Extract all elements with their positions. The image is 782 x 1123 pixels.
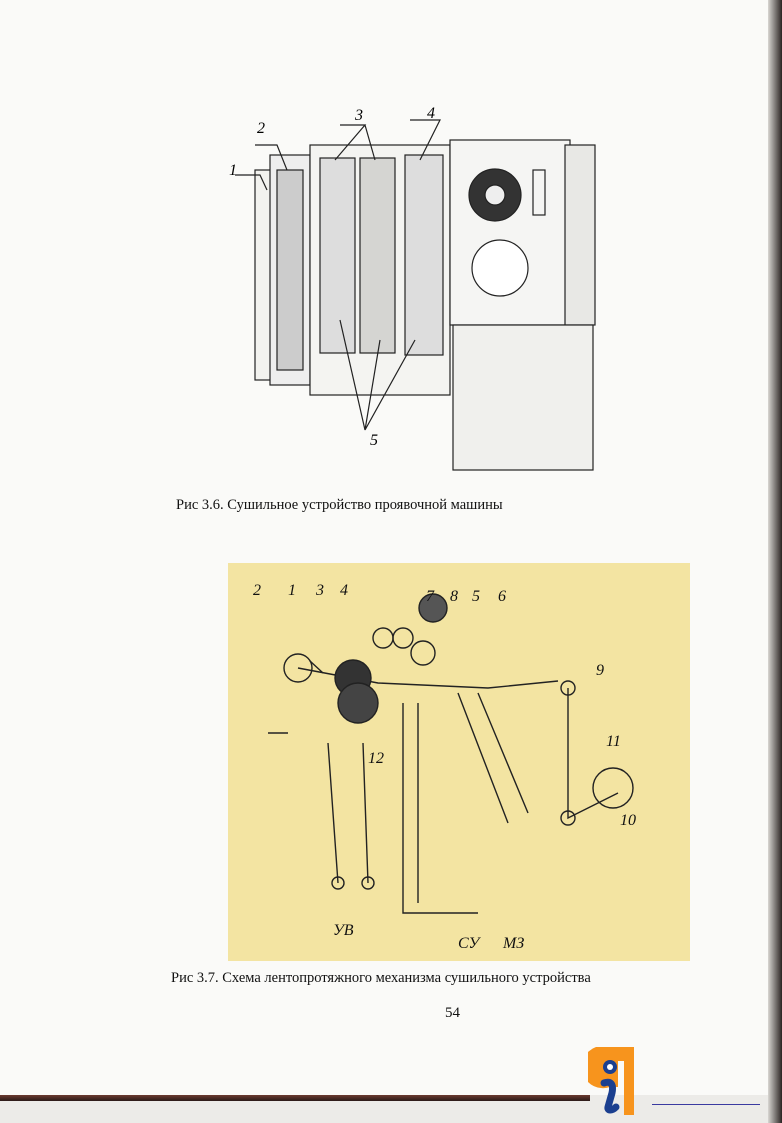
page-number: 54 — [445, 1005, 460, 1021]
fig1-label-1: 1 — [229, 162, 237, 179]
site-logo-icon — [588, 1047, 634, 1115]
fig2-label-9: 9 — [596, 662, 604, 679]
figure-1-caption: Рис 3.6. Сушильное устройство проявочной… — [176, 497, 503, 513]
fig1-label-4: 4 — [427, 105, 435, 122]
page-bottom-edge — [0, 1095, 590, 1101]
fig2-label-11: 11 — [606, 733, 621, 750]
fig2-label-mz: МЗ — [502, 935, 524, 952]
fig2-label-10: 10 — [620, 812, 636, 829]
fig2-label-7: 7 — [426, 588, 435, 605]
fig1-label-2: 2 — [257, 120, 265, 137]
fig2-label-6: 6 — [498, 588, 506, 605]
fig2-label-2: 2 — [253, 582, 261, 599]
fig2-label-3: 3 — [315, 582, 324, 599]
figure-2-caption: Рис 3.7. Схема лентопротяжного механизма… — [171, 970, 591, 986]
fig1-label-5: 5 — [370, 432, 378, 449]
fig1-label-3: 3 — [354, 107, 363, 124]
figure-drying-device-drawing: 1 2 3 4 5 — [229, 105, 596, 471]
fig2-label-su: СУ — [458, 935, 481, 952]
footer-line — [652, 1104, 760, 1105]
fig2-label-4: 4 — [340, 582, 348, 599]
fig2-label-12: 12 — [368, 750, 384, 767]
fig2-label-5: 5 — [472, 588, 480, 605]
fig2-label-8: 8 — [450, 588, 458, 605]
figure-tape-mechanism-diagram: 2 1 3 4 7 8 5 6 9 11 10 12 УВ СУ МЗ — [228, 563, 690, 961]
fig2-label-1: 1 — [288, 582, 296, 599]
fig2-label-uv: УВ — [333, 922, 354, 939]
page-edge-shadow — [768, 0, 782, 1123]
